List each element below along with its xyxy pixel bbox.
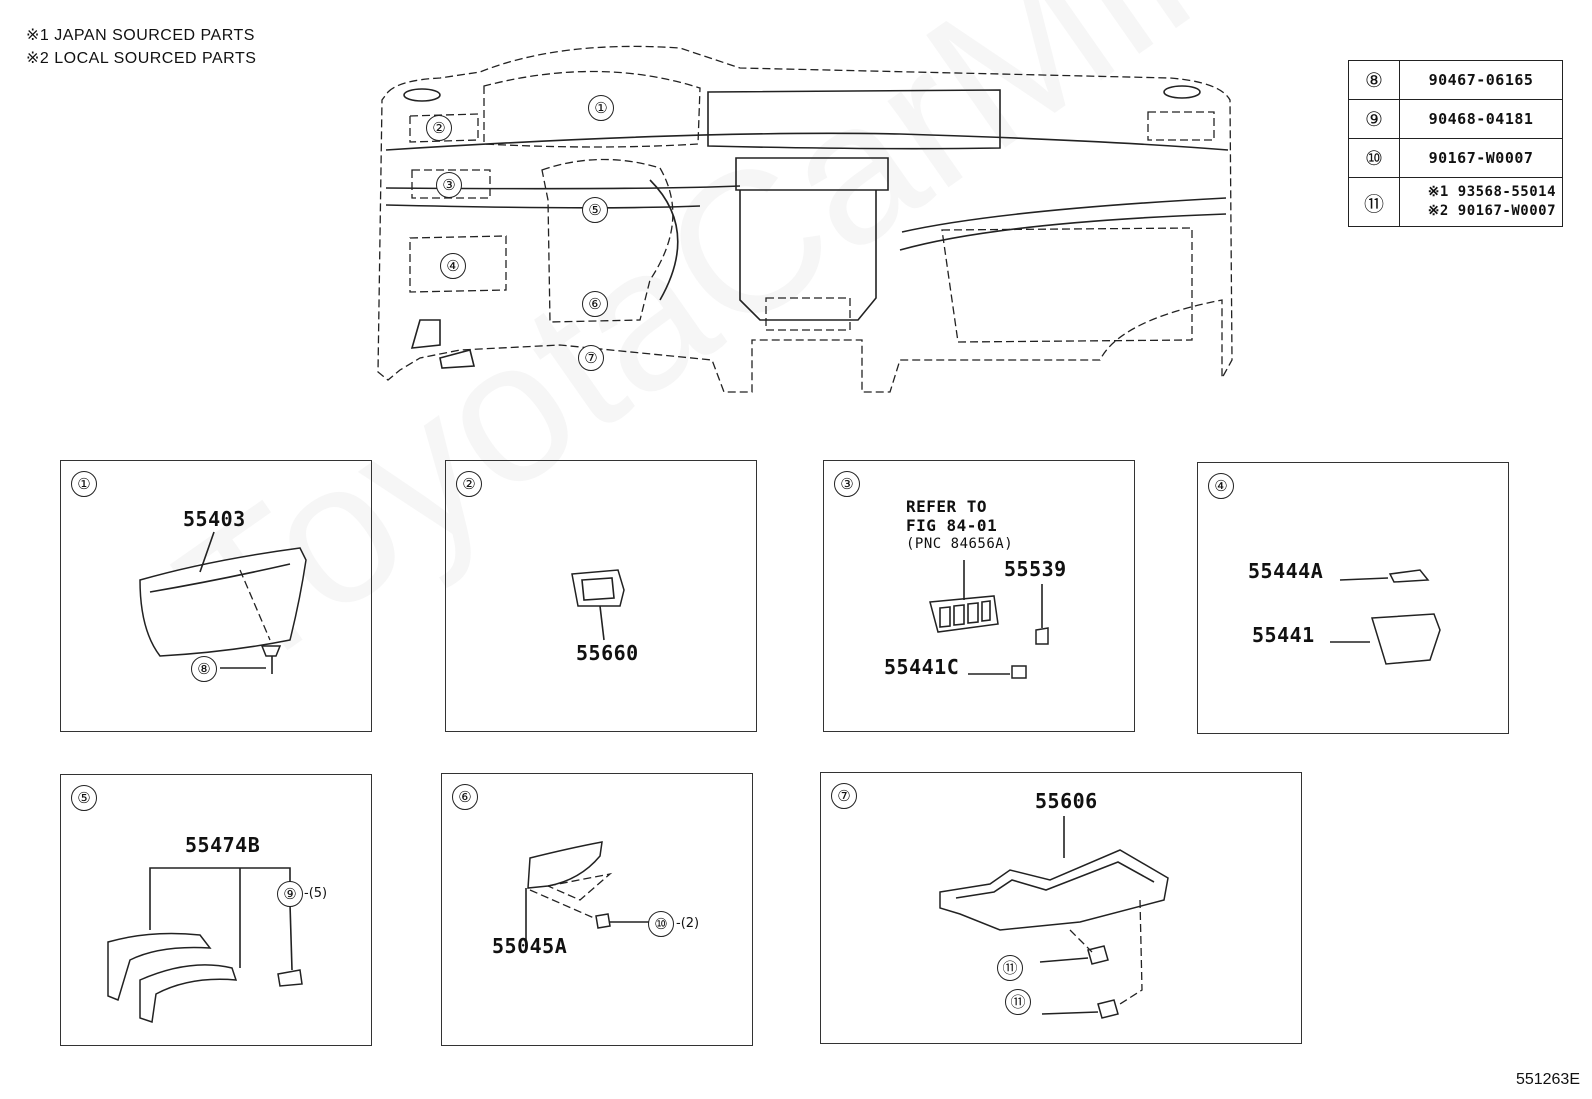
part-switch-sketch <box>929 560 1049 679</box>
part-number[interactable]: ※1 93568-55014 <box>1427 184 1556 200</box>
panel-6: ⑥ 55045A ⑩ -(2) <box>441 773 753 1046</box>
quantity: -(2) <box>676 916 700 931</box>
panel-7: ⑦ 55606 ⑪ ⑪ <box>820 772 1302 1044</box>
overview-callout-7[interactable]: ⑦ <box>578 345 604 371</box>
panel-id: ③ <box>834 471 860 497</box>
fastener-callout[interactable]: ⑪ <box>997 955 1023 981</box>
quantity: -(5) <box>304 886 328 901</box>
reference-line: FIG 84-01 <box>906 516 998 535</box>
panel-3: ③ REFER TO FIG 84-01 (PNC 84656A) 55539 … <box>823 460 1135 732</box>
fastener-parts-table: ⑧ 90467-06165 ⑨ 90468-04181 ⑩ 90167-W000… <box>1348 60 1563 227</box>
overview-callout-4[interactable]: ④ <box>440 253 466 279</box>
part-number-variants[interactable]: ※1 93568-55014 ※2 90167-W0007 <box>1399 177 1563 227</box>
ref-number: ⑪ <box>1348 177 1400 227</box>
part-label[interactable]: 55474B <box>185 833 261 857</box>
part-label[interactable]: 55539 <box>1004 557 1067 581</box>
ref-number: ⑩ <box>1348 138 1400 178</box>
part-label[interactable]: 55045A <box>492 934 568 958</box>
panel-id: ⑤ <box>71 785 97 811</box>
ref-number: ⑧ <box>1348 60 1400 100</box>
overview-callout-3[interactable]: ③ <box>436 172 462 198</box>
part-number[interactable]: ※2 90167-W0007 <box>1427 203 1556 219</box>
table-row: ⑪ ※1 93568-55014 ※2 90167-W0007 <box>1348 177 1563 227</box>
panel-2: ② 55660 <box>445 460 757 732</box>
note-japan: ※1 JAPAN SOURCED PARTS <box>26 27 255 44</box>
panel-1: ① 55403 ⑧ <box>60 460 372 732</box>
overview-callout-6[interactable]: ⑥ <box>582 291 608 317</box>
panel-id: ⑦ <box>831 783 857 809</box>
part-label[interactable]: 55403 <box>183 507 246 531</box>
part-label[interactable]: 55444A <box>1248 559 1324 583</box>
panel-4: ④ 55444A 55441 <box>1197 462 1509 734</box>
panel-id: ④ <box>1208 473 1234 499</box>
part-pocket-sketch <box>1330 569 1441 665</box>
note-local: ※2 LOCAL SOURCED PARTS <box>26 50 257 67</box>
table-row: ⑨ 90468-04181 <box>1348 99 1563 139</box>
reference-note: REFER TO FIG 84-01 (PNC 84656A) <box>906 497 1013 554</box>
overview-callout-1[interactable]: ① <box>588 95 614 121</box>
panel-id: ① <box>71 471 97 497</box>
fastener-callout[interactable]: ⑩ <box>648 911 674 937</box>
panel-5: ⑤ 55474B ⑨ -(5) <box>60 774 372 1046</box>
part-label[interactable]: 55441 <box>1252 623 1315 647</box>
part-number[interactable]: 90468-04181 <box>1399 99 1563 139</box>
part-55474b-sketch <box>107 867 303 1023</box>
fastener-callout[interactable]: ⑪ <box>1005 989 1031 1015</box>
fastener-callout[interactable]: ⑧ <box>191 656 217 682</box>
part-label[interactable]: 55441C <box>884 655 960 679</box>
dashboard-overview <box>377 45 1233 393</box>
reference-line: REFER TO <box>906 497 988 516</box>
table-row: ⑩ 90167-W0007 <box>1348 138 1563 178</box>
part-55606-sketch <box>939 816 1169 1019</box>
ref-number: ⑨ <box>1348 99 1400 139</box>
panel-id: ⑥ <box>452 784 478 810</box>
overview-callout-5[interactable]: ⑤ <box>582 197 608 223</box>
reference-line: (PNC 84656A) <box>906 536 1014 552</box>
sourcing-notes: ※1 JAPAN SOURCED PARTS ※2 LOCAL SOURCED … <box>26 24 256 70</box>
part-label[interactable]: 55606 <box>1035 789 1098 813</box>
illustration-code: 551263E <box>1515 1071 1580 1088</box>
part-55403-sketch <box>139 531 307 674</box>
part-label[interactable]: 55660 <box>576 641 639 665</box>
panel-id: ② <box>456 471 482 497</box>
part-55660-sketch <box>571 569 625 641</box>
fastener-callout[interactable]: ⑨ <box>277 881 303 907</box>
overview-callout-2[interactable]: ② <box>426 115 452 141</box>
part-number[interactable]: 90167-W0007 <box>1399 138 1563 178</box>
